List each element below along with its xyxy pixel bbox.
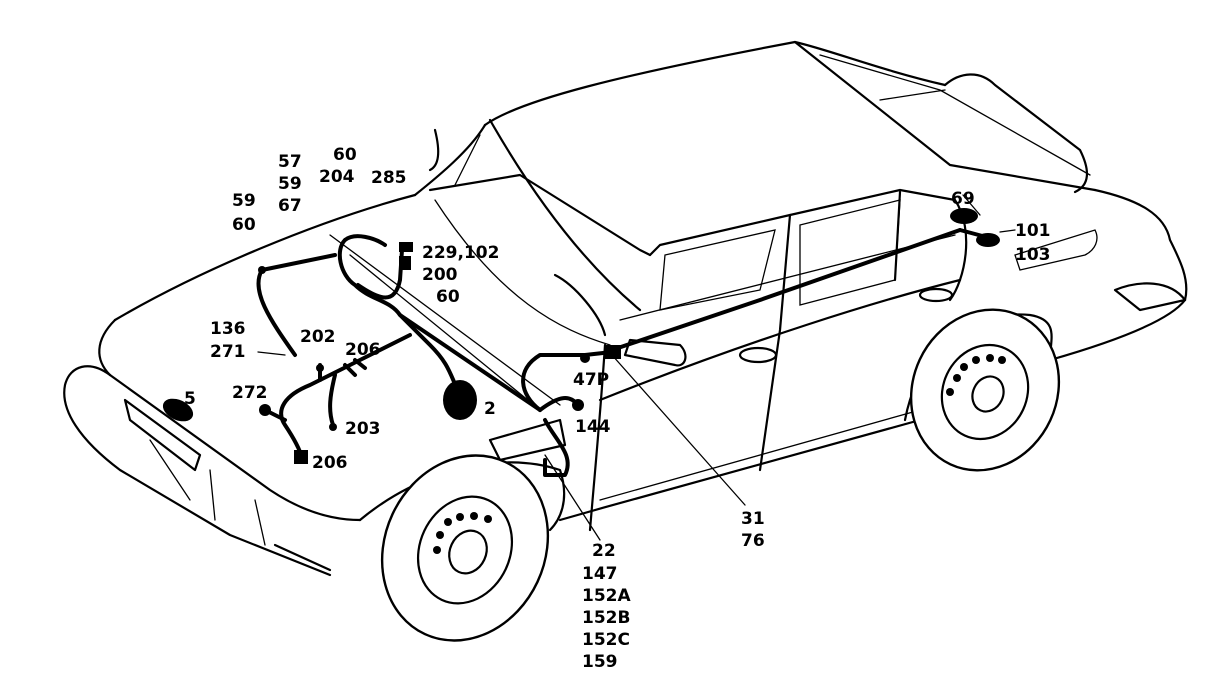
- label-47p: 47P: [573, 370, 609, 390]
- label-144: 144: [575, 417, 611, 437]
- label-60-top: 60: [333, 145, 357, 165]
- reference-labels: 5 2 57 59 67 60 204 285 59 60 229,102 20…: [184, 145, 1051, 672]
- label-136: 136: [210, 319, 246, 339]
- label-60-left: 60: [232, 215, 256, 235]
- label-5: 5: [184, 389, 196, 409]
- label-200: 200: [422, 265, 458, 285]
- label-152c: 152C: [582, 630, 630, 650]
- label-69: 69: [951, 189, 975, 209]
- label-31: 31: [741, 509, 765, 529]
- label-2: 2: [484, 399, 496, 419]
- label-271: 271: [210, 342, 246, 362]
- label-229-102: 229,102: [422, 243, 499, 263]
- label-202: 202: [300, 327, 336, 347]
- label-206-top: 206: [345, 340, 381, 360]
- label-159: 159: [582, 652, 618, 672]
- label-22: 22: [592, 541, 616, 561]
- label-76: 76: [741, 531, 765, 551]
- label-101: 101: [1015, 221, 1051, 241]
- car-body: [63, 40, 1188, 577]
- label-285: 285: [371, 168, 407, 188]
- label-59-top: 59: [278, 174, 302, 194]
- label-272: 272: [232, 383, 268, 403]
- label-67: 67: [278, 196, 302, 216]
- label-152b: 152B: [582, 608, 630, 628]
- label-152a: 152A: [582, 586, 631, 606]
- wiring-harness: [162, 208, 1000, 477]
- leader-lines: [257, 194, 1016, 541]
- label-57: 57: [278, 152, 302, 172]
- label-103: 103: [1015, 245, 1051, 265]
- front-wheel: [380, 454, 550, 642]
- label-206-bottom: 206: [312, 453, 348, 473]
- rear-wheel: [909, 308, 1061, 472]
- label-203: 203: [345, 419, 381, 439]
- label-59-left: 59: [232, 191, 256, 211]
- label-147: 147: [582, 564, 618, 584]
- label-204: 204: [319, 167, 355, 187]
- label-60-right: 60: [436, 287, 460, 307]
